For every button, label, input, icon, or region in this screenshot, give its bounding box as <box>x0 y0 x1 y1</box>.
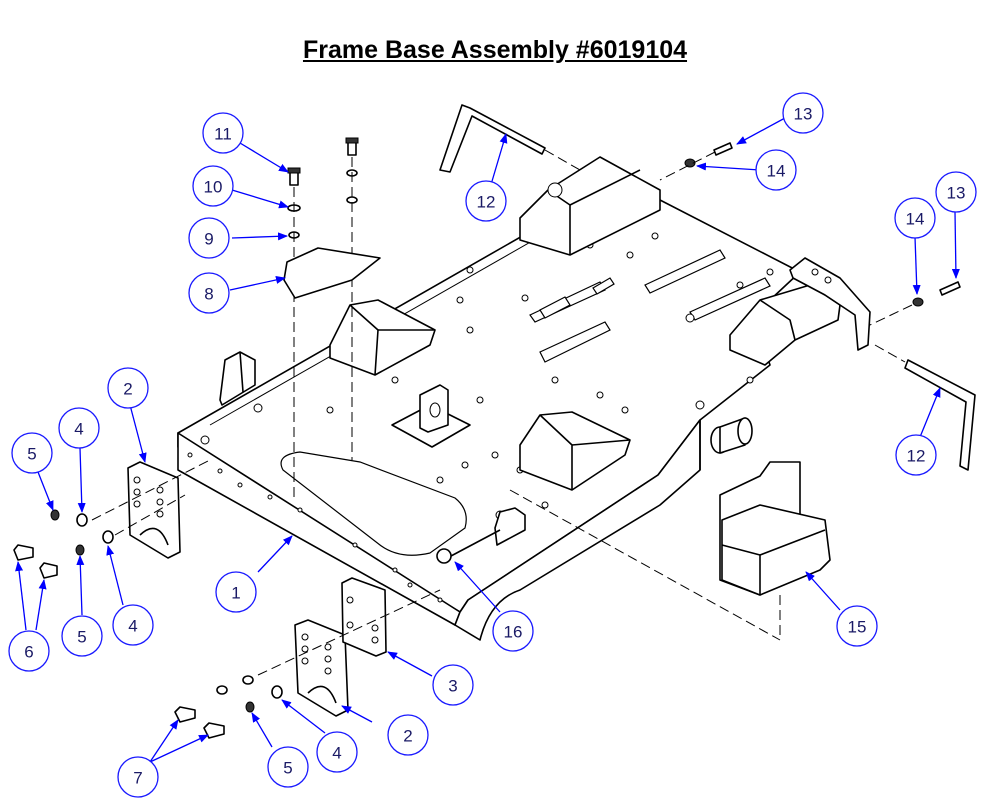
callout-15: 15 <box>836 605 878 647</box>
callout-13-top: 13 <box>782 92 824 134</box>
callout-2-upper: 2 <box>107 367 149 409</box>
callout-9: 9 <box>188 217 230 259</box>
svg-text:5: 5 <box>283 759 292 778</box>
callout-16: 16 <box>492 610 534 652</box>
left-fasteners <box>13 459 211 579</box>
frame-base <box>177 156 871 641</box>
callout-8: 8 <box>188 272 230 314</box>
callout-4-upper: 4 <box>58 407 100 449</box>
svg-text:8: 8 <box>204 285 213 304</box>
callout-5-middle: 5 <box>61 615 103 657</box>
callout-5-upper: 5 <box>11 432 53 474</box>
svg-text:4: 4 <box>74 420 83 439</box>
callout-12-right: 12 <box>895 434 937 476</box>
svg-text:11: 11 <box>214 125 232 144</box>
callout-4-lower: 4 <box>316 731 358 773</box>
svg-text:2: 2 <box>123 380 132 399</box>
side-bracket-lower <box>294 619 349 717</box>
svg-text:13: 13 <box>794 105 813 124</box>
svg-text:12: 12 <box>907 447 926 466</box>
svg-text:12: 12 <box>477 193 496 212</box>
svg-text:13: 13 <box>947 184 966 203</box>
handle-right <box>904 359 976 471</box>
seat-box <box>719 461 831 596</box>
svg-text:3: 3 <box>448 677 457 696</box>
svg-text:10: 10 <box>204 178 223 197</box>
callout-2-lower: 2 <box>387 714 429 756</box>
svg-text:1: 1 <box>231 584 240 603</box>
callout-14-right: 14 <box>894 197 936 239</box>
callout-12-left: 12 <box>465 180 507 222</box>
svg-text:5: 5 <box>77 628 86 647</box>
svg-text:2: 2 <box>403 727 412 746</box>
svg-text:7: 7 <box>133 769 142 788</box>
svg-text:15: 15 <box>848 618 867 637</box>
svg-text:6: 6 <box>24 643 33 662</box>
diagram-title: Frame Base Assembly #6019104 <box>302 36 688 64</box>
handle-left <box>439 104 546 173</box>
svg-text:14: 14 <box>767 162 786 181</box>
svg-text:5: 5 <box>27 445 36 464</box>
callout-14-top: 14 <box>755 149 797 191</box>
side-bracket-left-upper <box>127 461 181 559</box>
callout-4-middle: 4 <box>112 604 154 646</box>
callout-13-right: 13 <box>935 171 977 213</box>
callout-5-lower: 5 <box>267 746 309 788</box>
svg-text:16: 16 <box>504 623 523 642</box>
callout-3: 3 <box>432 664 474 706</box>
cover-plate <box>283 247 381 299</box>
spacer-plate <box>341 577 387 657</box>
callout-1: 1 <box>215 571 257 613</box>
leader-lines <box>15 117 960 763</box>
callout-6: 6 <box>8 630 50 672</box>
svg-text:4: 4 <box>128 617 137 636</box>
callout-7: 7 <box>117 756 159 798</box>
svg-text:14: 14 <box>906 210 925 229</box>
callout-11: 11 <box>202 112 244 154</box>
top-bolt-stack <box>287 137 359 500</box>
svg-text:4: 4 <box>332 744 341 763</box>
callout-10: 10 <box>192 165 234 207</box>
svg-text:9: 9 <box>204 230 213 249</box>
